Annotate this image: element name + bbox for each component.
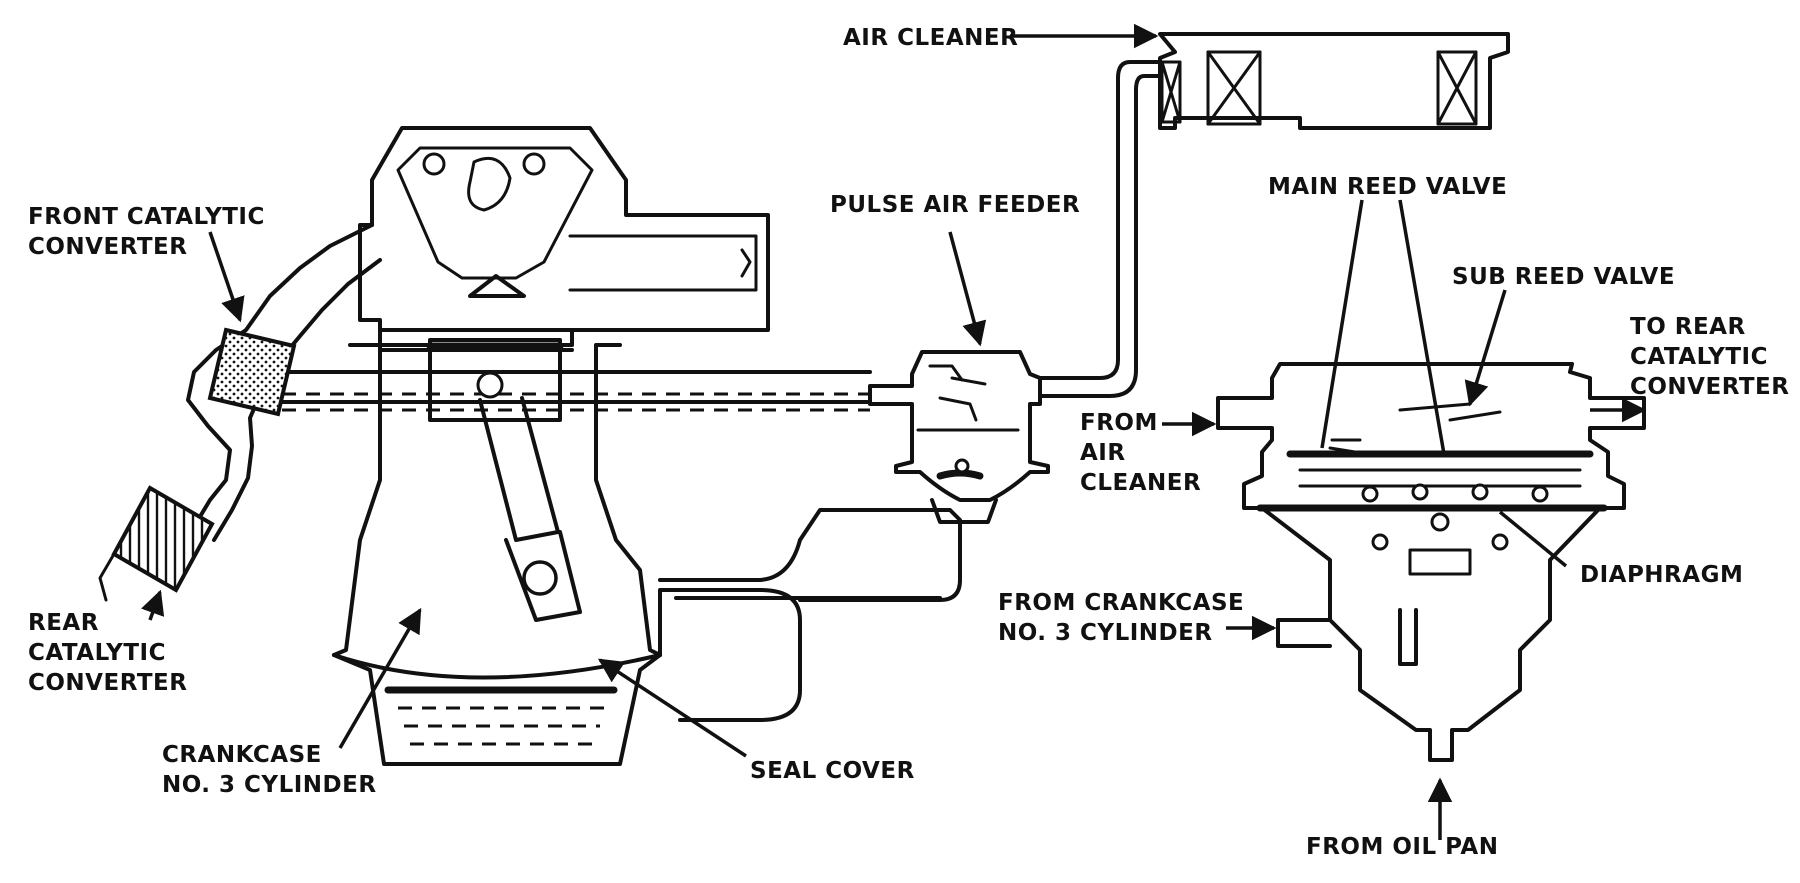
cylinder-head xyxy=(358,126,770,347)
label-to-rear-line3: CONVERTER xyxy=(1630,374,1789,400)
leader-lines xyxy=(141,23,1647,840)
exhaust-pipe-to-feeder xyxy=(280,370,872,412)
label-crankcase-line1: CRANKCASE xyxy=(162,742,322,768)
air-supply-pipe xyxy=(1038,60,1162,398)
pulse-air-feeder xyxy=(868,350,1050,524)
label-rear-catalytic-line2: CATALYTIC xyxy=(28,640,166,666)
crankcase-breather-pipe xyxy=(658,508,962,602)
label-crankcase-line2: NO. 3 CYLINDER xyxy=(162,772,377,798)
label-from-crankcase-line2: NO. 3 CYLINDER xyxy=(998,620,1213,646)
label-from-crankcase-line1: FROM CRANKCASE xyxy=(998,590,1244,616)
label-from-air-line3: CLEANER xyxy=(1080,470,1201,496)
label-from-oil-pan: FROM OIL PAN xyxy=(1306,834,1498,860)
connecting-rod xyxy=(478,396,582,622)
label-front-catalytic-line2: CONVERTER xyxy=(28,234,187,260)
piston xyxy=(426,274,564,422)
front-catalytic-converter xyxy=(207,327,297,417)
label-sub-reed-valve: SUB REED VALVE xyxy=(1452,264,1675,290)
label-rear-catalytic-line1: REAR xyxy=(28,610,99,636)
label-to-rear-line1: TO REAR xyxy=(1630,314,1746,340)
crankcase-and-oil-pan xyxy=(332,588,802,766)
label-pulse-air-feeder: PULSE AIR FEEDER xyxy=(830,192,1080,218)
label-rear-catalytic-line3: CONVERTER xyxy=(28,670,187,696)
label-main-reed-valve: MAIN REED VALVE xyxy=(1268,174,1507,200)
label-from-air-line2: AIR xyxy=(1080,440,1126,466)
air-cleaner-housing xyxy=(1158,32,1510,130)
label-from-air-line1: FROM xyxy=(1080,410,1158,436)
labels: AIR CLEANER FRONT CATALYTIC CONVERTER PU… xyxy=(28,25,1789,860)
label-front-catalytic-line1: FRONT CATALYTIC xyxy=(28,204,265,230)
label-air-cleaner: AIR CLEANER xyxy=(843,25,1018,51)
cylinder-block xyxy=(332,328,662,657)
rear-catalytic-converter xyxy=(98,485,215,602)
label-seal-cover: SEAL COVER xyxy=(750,758,915,784)
label-to-rear-line2: CATALYTIC xyxy=(1630,344,1768,370)
label-diaphragm: DIAPHRAGM xyxy=(1580,562,1743,588)
